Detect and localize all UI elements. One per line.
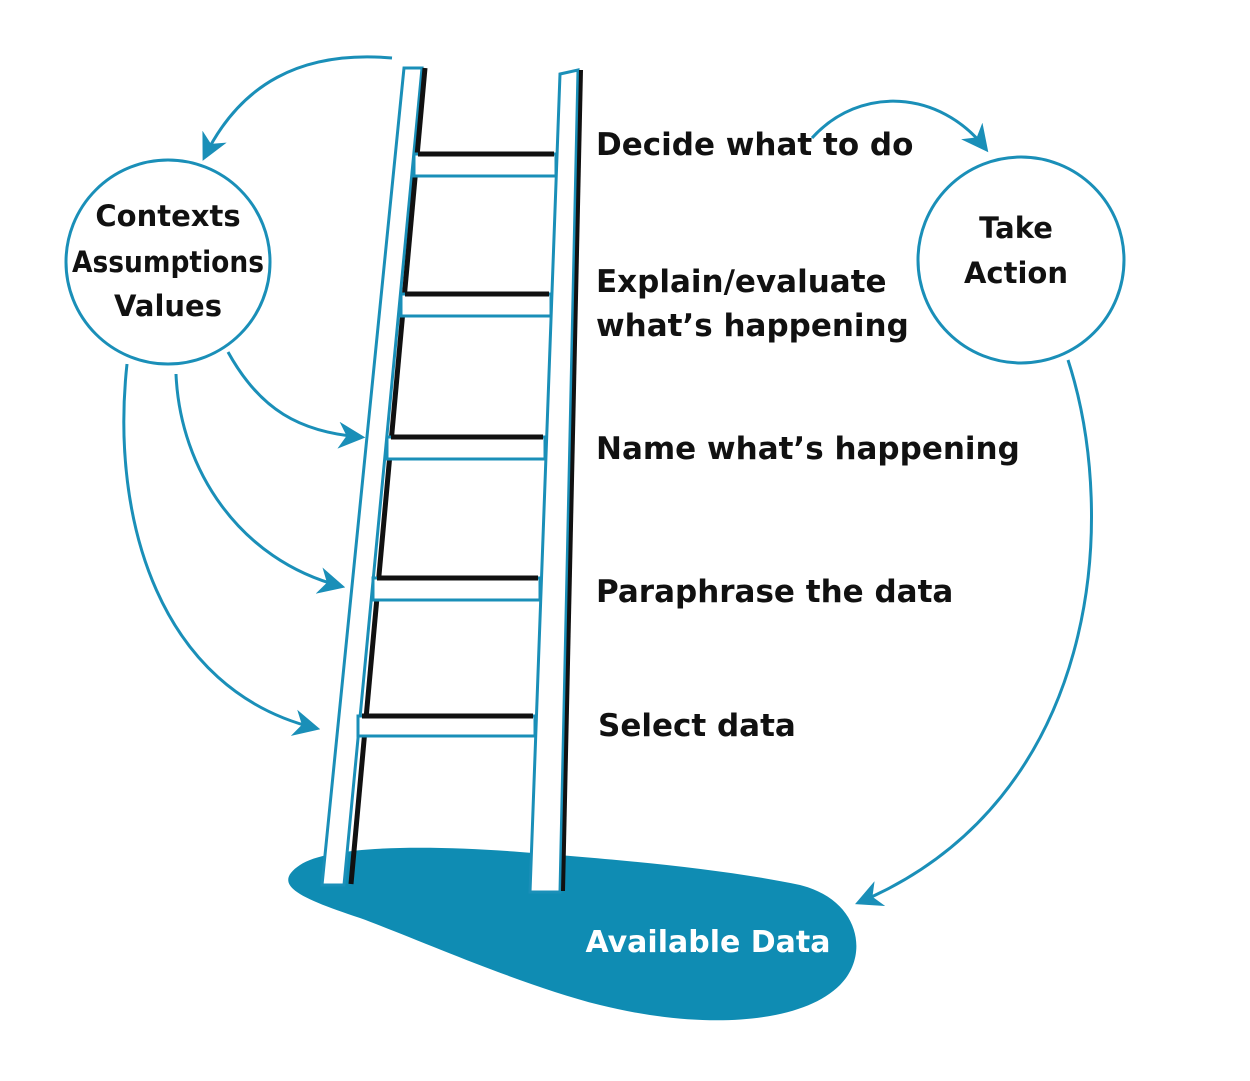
step-label-explain-line2: what’s happening (596, 308, 909, 344)
action-label: Action (964, 256, 1068, 290)
step-label-select-data: Select data (598, 708, 796, 744)
ladder-left-rail (320, 66, 424, 887)
ladder-rung (412, 152, 558, 178)
available-data-pool (288, 847, 857, 1021)
available-data-label: Available Data (585, 925, 830, 960)
arrow-contexts-to-paraphrase (174, 373, 346, 594)
ladder-right-rail-shadow (561, 69, 583, 892)
ladder-rung (371, 576, 542, 602)
step-label-decide: Decide what to do (596, 127, 913, 163)
ladder-rung (385, 435, 547, 461)
arrow-ladder-top-to-contexts (202, 55, 393, 161)
arrow-decide-to-action (810, 99, 989, 153)
arrow-action-to-data (855, 359, 1093, 906)
values-label: Values (114, 289, 222, 323)
ladder-right-rail (528, 68, 580, 894)
ladder-rungs (356, 151, 558, 738)
arrow-contexts-to-name (226, 351, 366, 449)
contexts-circle (64, 158, 272, 366)
ladder-rung (399, 292, 553, 318)
assumptions-label: Assumptions (72, 245, 264, 279)
ladder-rung (356, 714, 537, 738)
contexts-label: Contexts (95, 199, 240, 233)
take-label: Take (979, 211, 1053, 245)
step-label-explain-line1: Explain/evaluate (596, 264, 887, 300)
ladder-left-rail-shadow (348, 67, 428, 885)
arrows (122, 55, 1093, 906)
step-label-name: Name what’s happening (596, 431, 1020, 467)
arrow-contexts-to-select (122, 363, 321, 736)
step-label-paraphrase: Paraphrase the data (596, 574, 953, 610)
take-action-circle (916, 155, 1126, 365)
